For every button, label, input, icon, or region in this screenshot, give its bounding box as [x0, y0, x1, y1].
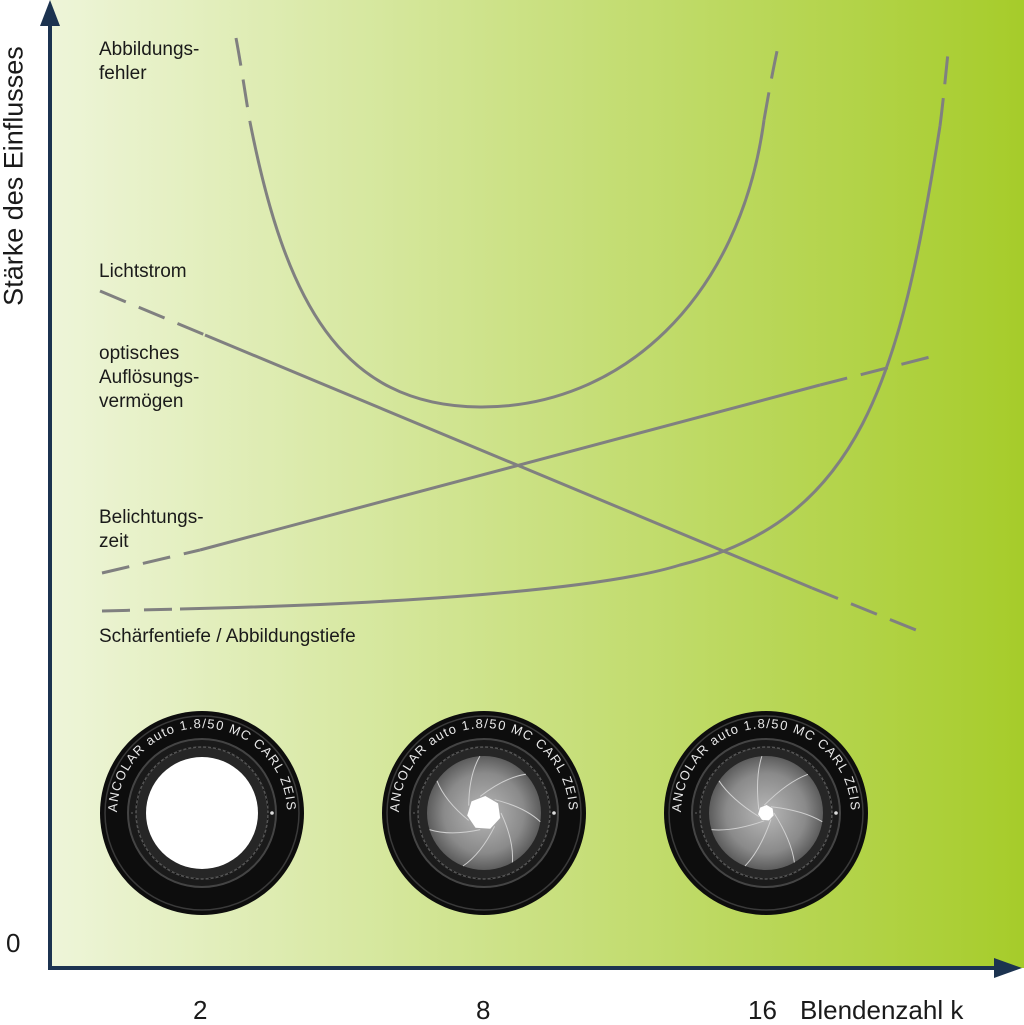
curve-schaerfentiefe	[179, 125, 942, 611]
curve-abbildungsfehler-left-dashed	[234, 37, 252, 123]
aperture-blade-edge	[711, 820, 765, 831]
y-axis-arrowhead	[40, 0, 60, 26]
aperture-blade-edge	[462, 826, 496, 867]
aperture-opening	[467, 796, 501, 829]
aperture-blade-edge	[718, 780, 760, 817]
aperture-blade-edge	[773, 812, 795, 863]
x-tick-label-2: 2	[193, 995, 208, 1025]
curve-lichtstrom	[204, 333, 813, 590]
aperture-opening	[146, 757, 258, 869]
lens: PANCOLAR auto 1.8/50 MC CARL ZEISS	[382, 711, 586, 915]
lens-ring-edge	[668, 715, 864, 911]
x-tick-label-16: 16	[748, 995, 777, 1025]
aperture-blade-edge	[436, 780, 470, 821]
curve-belichtungszeit-right-dashed	[819, 354, 935, 387]
x-axis-arrowhead	[994, 958, 1022, 978]
curve-abbildungsfehler	[248, 119, 766, 409]
curve-abbildungsfehler-right-dashed	[762, 41, 781, 121]
lens-knurl	[699, 746, 833, 880]
label-belichtungszeit: Belichtungs- zeit	[99, 507, 204, 552]
aperture-blade-edge	[770, 806, 823, 823]
aperture-blade-edge	[757, 755, 763, 810]
label-lichtstrom: Lichtstrom	[99, 261, 187, 282]
lens-knurl	[135, 746, 269, 880]
label-aufloesungsvermoegen: optisches Auflösungs- vermögen	[99, 343, 200, 412]
aperture-blade-edge	[468, 755, 481, 806]
y-axis-title: Stärke des Einflusses	[0, 46, 29, 306]
aperture-blade-edge	[500, 812, 514, 863]
aperture-blade-edge	[494, 799, 541, 823]
lens-dot	[552, 811, 556, 815]
lens-ring-edge	[386, 715, 582, 911]
lens-dot	[131, 812, 133, 814]
curve-belichtungszeit	[199, 383, 821, 552]
curve-schaerfentiefe-left-dashed	[101, 607, 181, 613]
lens-dot	[413, 812, 415, 814]
aperture-blade-edge	[763, 773, 809, 806]
label-abbildungsfehler: Abbildungs- fehler	[99, 39, 200, 84]
lens-dot	[695, 812, 697, 814]
lens: PANCOLAR auto 1.8/50 MC CARL ZEISS	[100, 711, 304, 915]
label-schaerfentiefe: Schärfentiefe / Abbildungstiefe	[99, 626, 356, 647]
curve-lichtstrom-right-dashed	[811, 586, 917, 632]
aperture-blade-edge	[744, 819, 772, 867]
lens-ring-edge	[104, 715, 300, 911]
axes	[40, 0, 1022, 978]
lens-knurl	[417, 746, 551, 880]
curve-lichtstrom-left-dashed	[99, 289, 206, 337]
aperture-blade-edge	[479, 773, 526, 797]
lens-dot	[834, 811, 838, 815]
lens: PANCOLAR auto 1.8/50 MC CARL ZEISS	[664, 711, 868, 915]
curve-schaerfentiefe-right-dashed	[938, 43, 951, 127]
y-axis-origin-label: 0	[6, 928, 21, 958]
x-axis-title: Blendenzahl k	[800, 995, 964, 1025]
curve-belichtungszeit-left-dashed	[101, 548, 201, 575]
lens-dot	[270, 811, 274, 815]
aperture-blade-edge	[429, 829, 481, 834]
aperture-opening	[758, 805, 774, 821]
x-tick-label-8: 8	[476, 995, 491, 1025]
